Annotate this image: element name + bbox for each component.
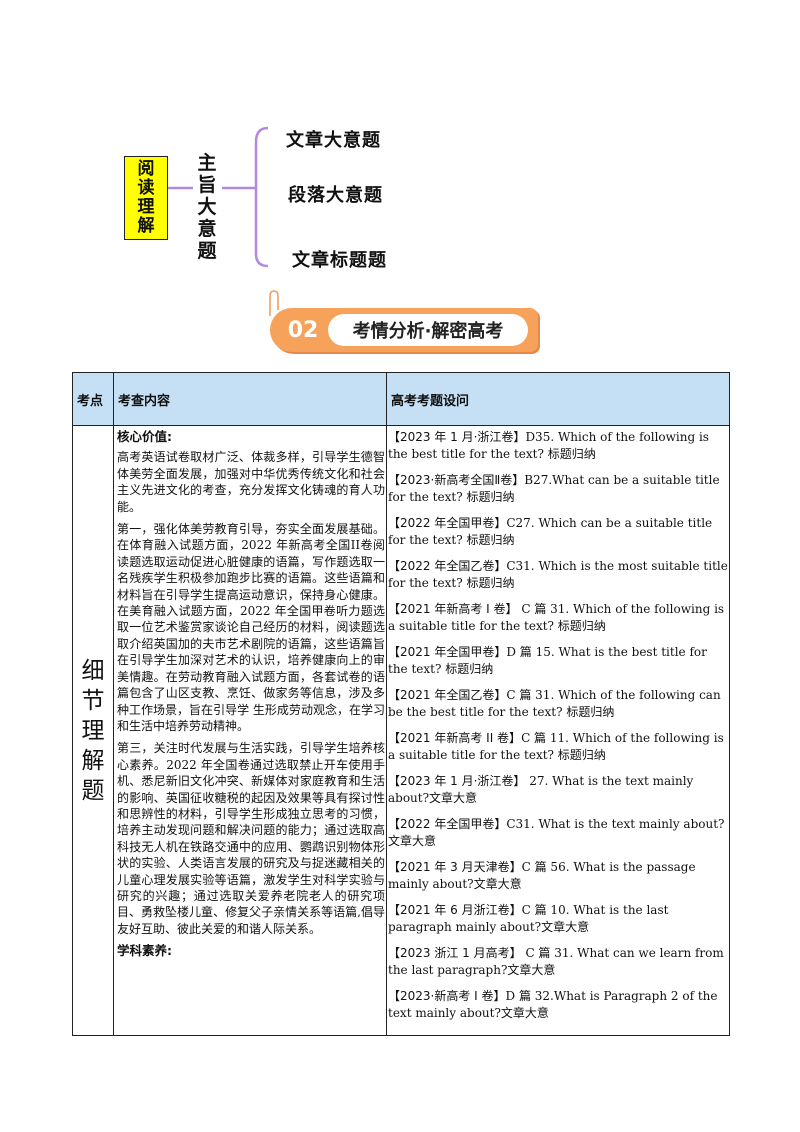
question-text: C 篇 31. Which of the following can be th… (388, 688, 721, 719)
category-char: 细 (81, 657, 105, 684)
mindmap-topic-char: 意 (197, 218, 217, 240)
question-text: C 篇 31. Which of the following is a suit… (388, 602, 725, 633)
question-text: C31. What is the text mainly about? 文章大意 (388, 817, 725, 848)
question-source: 【2023 浙江 1 月高考】 (388, 946, 522, 960)
category-char: 理 (81, 717, 105, 744)
mindmap-topic-char: 主 (197, 152, 217, 174)
mindmap-root-node: 阅 读 理 解 (124, 156, 168, 240)
question-source: 【2021 年新高考 I 卷】 (388, 602, 518, 616)
category-char: 题 (81, 777, 105, 804)
mindmap-root-char: 解 (137, 216, 155, 236)
question-text: 27. What is the text mainly about?文章大意 (388, 774, 694, 805)
question-item: 【2021 年 6 月浙江卷】C 篇 10. What is the last … (388, 902, 728, 936)
exam-analysis-table: 考点 考查内容 高考考题设问 细 节 理 解 题 核心价值: 高考英语试卷取材广… (72, 372, 730, 1036)
question-item: 【2023 浙江 1 月高考】 C 篇 31. What can we lear… (388, 945, 728, 979)
content-paragraph: 第一，强化体美劳教育引导，夯实全面发展基础。在体育融入试题方面，2022 年新高… (117, 522, 385, 733)
mindmap-connectors (168, 126, 269, 268)
question-text: C 篇 11. Which of the following is a suit… (388, 731, 724, 762)
questions-cell: 【2023 年 1 月·浙江卷】D35. Which of the follow… (388, 429, 728, 1031)
question-text: C31. Which is the most suitable title fo… (388, 559, 728, 590)
question-item: 【2021 年 3 月天津卷】C 篇 56. What is the passa… (388, 859, 728, 893)
mindmap-topic-node: 主 旨 大 意 题 (193, 152, 221, 262)
question-source: 【2023 年 1 月·浙江卷】 (388, 774, 526, 788)
question-item: 【2021 年全国甲卷】D 篇 15. What is the best tit… (388, 644, 728, 678)
table-header-row (73, 373, 729, 426)
question-item: 【2022 年全国甲卷】C27. Which can be a suitable… (388, 515, 728, 549)
question-item: 【2021 年新高考 II 卷】C 篇 11. Which of the fol… (388, 730, 728, 764)
question-source: 【2023·新高考 I 卷】 (388, 989, 506, 1003)
mindmap-branch-paragraph-gist: 段落大意题 (288, 185, 383, 206)
question-item: 【2021 年全国乙卷】C 篇 31. Which of the followi… (388, 687, 728, 721)
category-char: 节 (81, 687, 105, 714)
content-paragraph: 第三，关注时代发展与生活实践，引导学生培养核心素养。2022 年全国卷通过选取禁… (117, 741, 385, 936)
header-test-point: 考点 (77, 393, 104, 409)
section-number: 02 (287, 317, 319, 343)
question-text: D 篇 15. What is the best title for the t… (388, 645, 707, 676)
subject-literacy-heading: 学科素养: (117, 943, 172, 959)
question-item: 【2022 年全国甲卷】C31. What is the text mainly… (388, 816, 728, 850)
question-text: D 篇 32.What is Paragraph 2 of the text m… (388, 989, 718, 1020)
question-source: 【2021 年 6 月浙江卷】 (388, 903, 522, 917)
question-item: 【2022 年全国乙卷】C31. Which is the most suita… (388, 558, 728, 592)
paperclip-icon (269, 290, 279, 316)
question-item: 【2023 年 1 月·浙江卷】D35. Which of the follow… (388, 429, 728, 463)
question-text: C 篇 56. What is the passage mainly about… (388, 860, 696, 891)
question-source: 【2021 年全国甲卷】 (388, 645, 507, 659)
core-value-heading: 核心价值: (117, 429, 172, 444)
mindmap-branch-title: 文章标题题 (292, 250, 387, 271)
question-text: C27. Which can be a suitable title for t… (388, 516, 713, 547)
section-title: 考情分析·解密高考 (328, 314, 528, 346)
mindmap-branch-article-gist: 文章大意题 (286, 130, 381, 151)
category-cell: 细 节 理 解 题 (73, 426, 113, 1035)
question-source: 【2023·新高考全国Ⅱ卷】 (388, 473, 525, 487)
question-source: 【2022 年全国乙卷】 (388, 559, 507, 573)
mindmap-topic-char: 大 (197, 196, 217, 218)
header-questions: 高考考题设问 (391, 393, 470, 409)
question-source: 【2022 年全国甲卷】 (388, 817, 507, 831)
question-item: 【2021 年新高考 I 卷】 C 篇 31. Which of the fol… (388, 601, 728, 635)
mindmap-root-char: 阅 (137, 159, 155, 179)
question-text: B27.What can be a suitable title for the… (388, 473, 720, 504)
section-banner: 02 考情分析·解密高考 (270, 308, 538, 352)
content-cell: 核心价值: 高考英语试卷取材广泛、体裁多样，引导学生德智体美劳全面发展，加强对中… (117, 429, 385, 960)
question-text: C 篇 31. What can we learn from the last … (388, 946, 724, 977)
column-divider (113, 373, 114, 1035)
category-char: 解 (81, 747, 105, 774)
question-item: 【2023 年 1 月·浙江卷】 27. What is the text ma… (388, 773, 728, 807)
question-source: 【2021 年全国乙卷】 (388, 688, 507, 702)
header-content: 考查内容 (118, 393, 171, 409)
question-source: 【2021 年新高考 II 卷】 (388, 731, 522, 745)
content-paragraph: 高考英语试卷取材广泛、体裁多样，引导学生德智体美劳全面发展，加强对中华优秀传统文… (117, 450, 385, 514)
question-source: 【2022 年全国甲卷】 (388, 516, 507, 530)
mindmap-topic-char: 题 (197, 240, 217, 262)
question-source: 【2021 年 3 月天津卷】 (388, 860, 522, 874)
mindmap-topic-char: 旨 (197, 174, 217, 196)
question-text: C 篇 10. What is the last paragraph mainl… (388, 903, 669, 934)
question-source: 【2023 年 1 月·浙江卷】 (388, 430, 526, 444)
question-text: D35. Which of the following is the best … (388, 430, 709, 461)
mindmap-root-char: 读 (137, 178, 155, 198)
mindmap-root-char: 理 (137, 197, 155, 217)
question-item: 【2023·新高考全国Ⅱ卷】B27.What can be a suitable… (388, 472, 728, 506)
question-item: 【2023·新高考 I 卷】D 篇 32.What is Paragraph 2… (388, 988, 728, 1022)
column-divider (386, 373, 387, 1035)
